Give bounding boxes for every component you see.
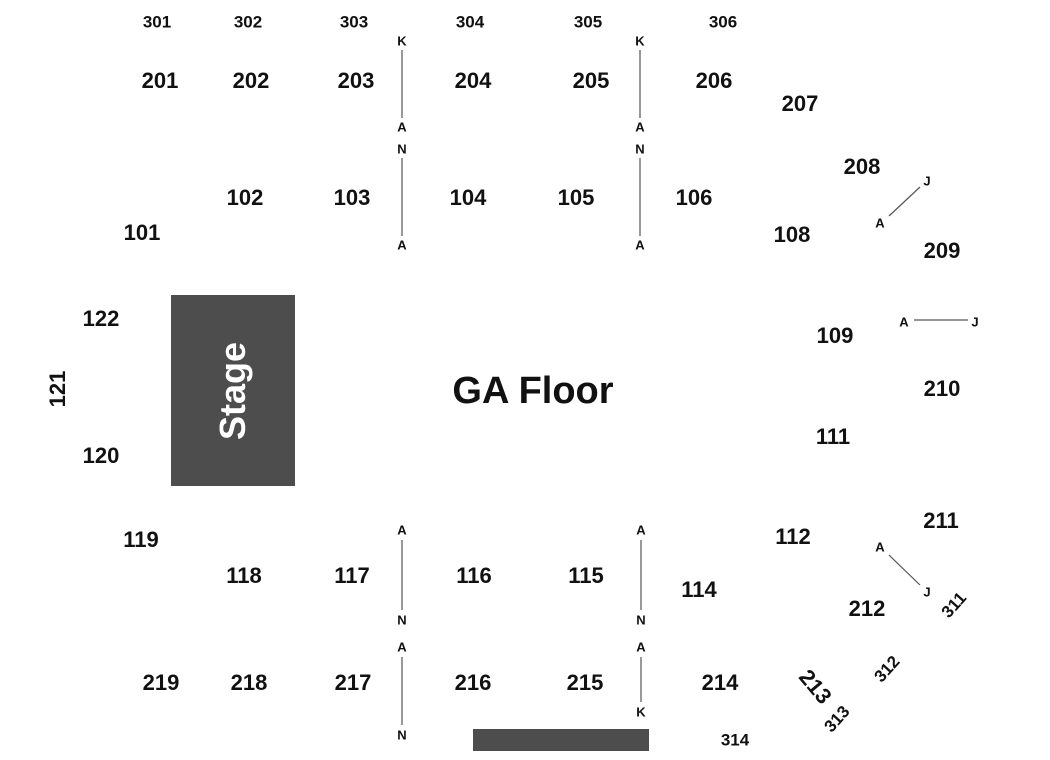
section-304[interactable]: 304 (455, 12, 485, 32)
section-203[interactable]: 203 (337, 68, 375, 93)
section-314[interactable]: 314 (720, 730, 750, 750)
section-118[interactable]: 118 (226, 563, 262, 588)
section-212[interactable]: 212 (848, 596, 886, 621)
row-marker-k: K (397, 33, 407, 49)
section-115[interactable]: 115 (568, 563, 604, 588)
section-201[interactable]: 201 (141, 68, 179, 93)
row-marker-k: K (635, 33, 645, 49)
stage: Stage (171, 295, 295, 486)
section-112[interactable]: 112 (775, 524, 811, 549)
section-105[interactable]: 105 (557, 185, 595, 210)
section-306[interactable]: 306 (708, 12, 738, 32)
section-303[interactable]: 303 (339, 12, 369, 32)
section-122[interactable]: 122 (82, 306, 120, 331)
section-101[interactable]: 101 (123, 220, 161, 245)
section-202[interactable]: 202 (232, 68, 270, 93)
stage-label: Stage (212, 341, 253, 440)
section-111[interactable]: 111 (815, 424, 851, 449)
row-marker-n: N (397, 612, 407, 628)
row-marker-k: K (636, 704, 646, 720)
section-302[interactable]: 302 (233, 12, 263, 32)
row-marker-a: A (875, 539, 885, 555)
section-102[interactable]: 102 (226, 185, 264, 210)
row-line (888, 554, 921, 586)
section-216[interactable]: 216 (454, 670, 492, 695)
row-marker-n: N (397, 141, 407, 157)
row-line (888, 186, 921, 217)
row-marker-a: A (875, 215, 885, 231)
section-301[interactable]: 301 (142, 12, 172, 32)
row-marker-a: A (397, 237, 407, 253)
section-108[interactable]: 108 (773, 222, 811, 247)
section-106[interactable]: 106 (675, 185, 713, 210)
section-217[interactable]: 217 (334, 670, 372, 695)
section-117[interactable]: 117 (334, 563, 370, 588)
section-207[interactable]: 207 (781, 91, 819, 116)
row-marker-a: A (899, 314, 909, 330)
section-214[interactable]: 214 (701, 670, 739, 695)
section-206[interactable]: 206 (695, 68, 733, 93)
section-114[interactable]: 114 (681, 577, 717, 602)
section-209[interactable]: 209 (923, 238, 961, 263)
section-109[interactable]: 109 (816, 323, 854, 348)
section-210[interactable]: 210 (923, 376, 961, 401)
row-marker-n: N (636, 612, 646, 628)
row-marker-a: A (397, 639, 407, 655)
production-area-block (473, 729, 649, 751)
section-104[interactable]: 104 (449, 185, 487, 210)
section-119[interactable]: 119 (123, 527, 159, 552)
ga-floor-label[interactable]: GA Floor (452, 370, 614, 412)
section-205[interactable]: 205 (572, 68, 610, 93)
section-305[interactable]: 305 (573, 12, 603, 32)
row-marker-n: N (635, 141, 645, 157)
row-marker-a: A (397, 522, 407, 538)
row-marker-j: J (923, 584, 931, 600)
section-204[interactable]: 204 (454, 68, 492, 93)
section-208[interactable]: 208 (843, 154, 881, 179)
section-103[interactable]: 103 (333, 185, 371, 210)
section-218[interactable]: 218 (230, 670, 268, 695)
section-219[interactable]: 219 (142, 670, 180, 695)
section-215[interactable]: 215 (566, 670, 604, 695)
row-marker-a: A (635, 119, 645, 135)
row-marker-j: J (971, 314, 979, 330)
section-211[interactable]: 211 (923, 508, 959, 533)
section-121[interactable]: 121 (45, 370, 70, 408)
row-marker-a: A (397, 119, 407, 135)
row-marker-j: J (923, 173, 931, 189)
row-marker-a: A (635, 237, 645, 253)
row-marker-n: N (397, 727, 407, 743)
row-marker-a: A (636, 639, 646, 655)
row-marker-a: A (636, 522, 646, 538)
section-116[interactable]: 116 (456, 563, 492, 588)
section-120[interactable]: 120 (82, 443, 120, 468)
